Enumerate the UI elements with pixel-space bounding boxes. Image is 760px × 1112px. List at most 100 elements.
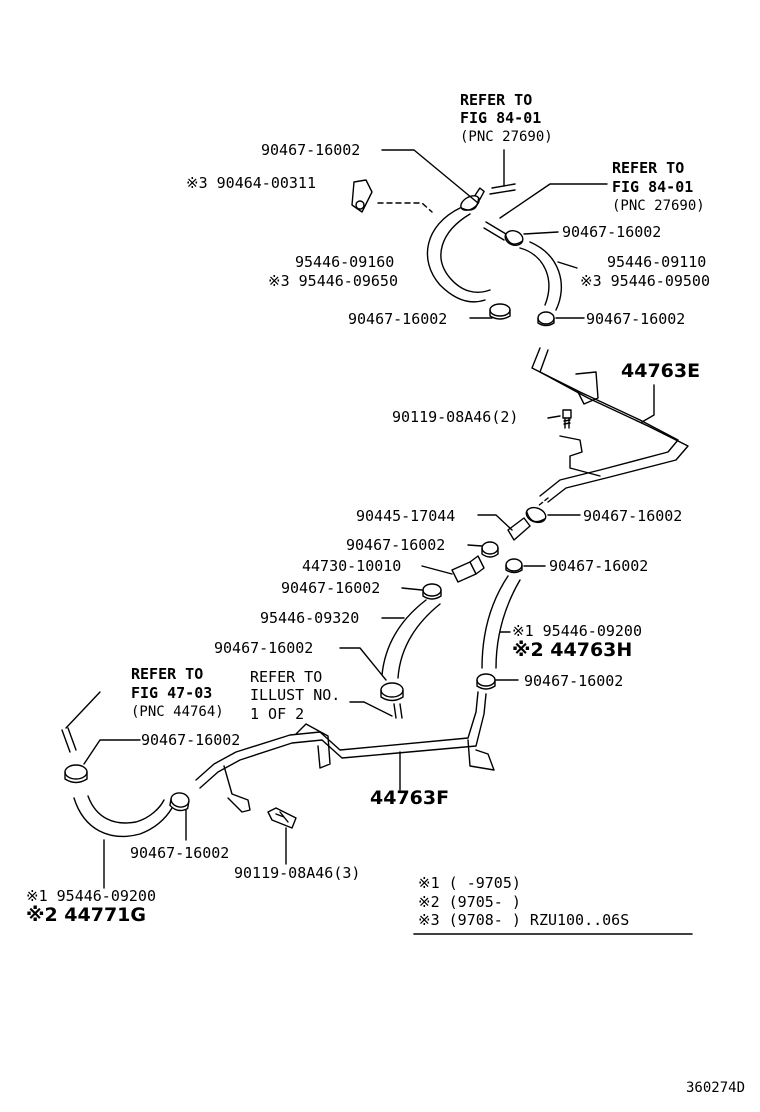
hose-95446-09110 (519, 247, 550, 306)
part-label-44763F: 44763F (370, 787, 450, 809)
diagram-id: 360274D (686, 1080, 746, 1096)
dashed-line (377, 202, 433, 213)
clip-90464-00311 (351, 179, 373, 213)
leader-line (557, 261, 578, 269)
part-label: 90119-08A46(2) (392, 408, 519, 426)
part-label: 95446-09160 (295, 253, 395, 271)
leader-line (65, 691, 101, 729)
hose-clamp (525, 506, 547, 524)
hose-clamp (481, 541, 499, 558)
part-label-44763H: ※2 44763H (512, 639, 633, 661)
part-label: ※3 90464-00311 (186, 174, 316, 192)
part-label: 90467-16002 (586, 310, 686, 328)
pipe-stub (393, 703, 403, 719)
pipe-stub (483, 221, 507, 241)
part-label: 90467-16002 (130, 844, 230, 862)
leader-line (499, 183, 608, 219)
part-label: 90467-16002 (281, 579, 381, 597)
refer-label: REFER TO (612, 159, 685, 177)
bolt (562, 409, 572, 429)
refer-label: REFER TO (460, 91, 533, 109)
part-label: 95446-09110 (607, 253, 707, 271)
refer-label: FIG 84-01 (612, 178, 694, 196)
refer-label: FIG 47-03 (131, 684, 213, 702)
hose-95446-09200-b (73, 797, 173, 838)
refer-label: (PNC 44764) (131, 704, 224, 720)
leader-line (421, 565, 453, 575)
part-label: 44730-10010 (302, 557, 402, 575)
part-label: 90467-16002 (261, 141, 361, 159)
part-label-44763E: 44763E (621, 360, 701, 382)
leader-line (381, 149, 479, 204)
hose-clamp (489, 303, 511, 320)
hose-clamp (504, 230, 524, 246)
refer-label: (PNC 27690) (612, 198, 705, 214)
hose-clamp (64, 764, 88, 784)
hose-clamp (460, 187, 485, 211)
hose-95446-09200 (481, 575, 509, 669)
bracket (223, 765, 251, 813)
leader-line (401, 587, 423, 591)
refer-label: REFER TO (131, 665, 204, 683)
hose-clamp (476, 673, 496, 690)
part-label: 90119-08A46(3) (234, 864, 361, 882)
leader-line (349, 701, 393, 717)
hose-clamp (169, 792, 190, 812)
legend-line: ※3 (9708- ) RZU100..06S (418, 911, 630, 929)
part-label: 90445-17044 (356, 507, 456, 525)
refer-label: 1 OF 2 (250, 705, 305, 723)
part-label-44771G: ※2 44771G (26, 904, 147, 926)
hose-95446-09110-edge (529, 241, 563, 311)
leader-line (547, 415, 561, 419)
refer-label: REFER TO (250, 668, 323, 686)
hose-clamp (422, 583, 442, 600)
part-label: 95446-09320 (260, 609, 360, 627)
hose-95446-09320 (381, 599, 427, 676)
part-label: ※1 95446-09200 (512, 622, 642, 640)
leader-line (467, 544, 483, 547)
hose-95446-09160 (426, 207, 486, 303)
hose-clamp (505, 558, 523, 574)
refer-label: ILLUST NO. (250, 686, 341, 704)
part-label: 90467-16002 (141, 731, 241, 749)
bracket (467, 739, 495, 771)
hose-95446-09320-edge (397, 603, 441, 679)
hose-95446-09160-edge (440, 213, 491, 293)
pipe-stub (489, 183, 516, 195)
legend-line: ※2 (9705- ) (418, 893, 521, 911)
part-label: ※3 95446-09650 (268, 272, 398, 290)
bracket (559, 435, 601, 477)
pipe-44763E-2 (539, 349, 689, 503)
part-label: 90467-16002 (583, 507, 683, 525)
part-label: 90467-16002 (348, 310, 448, 328)
hose-95446-09200-edge (495, 579, 521, 669)
hose-90445-17044 (507, 517, 531, 541)
refer-label: (PNC 27690) (460, 129, 553, 145)
legend-line: ※1 ( -9705) (418, 874, 521, 892)
leader-line (83, 739, 141, 765)
hose-clamp (380, 682, 404, 702)
part-label: ※3 95446-09500 (580, 272, 710, 290)
bracket (575, 371, 599, 405)
dashed-line (537, 497, 549, 507)
part-label: 90467-16002 (346, 536, 446, 554)
part-label: ※1 95446-09200 (26, 887, 156, 905)
part-label: 90467-16002 (214, 639, 314, 657)
part-label: 90467-16002 (549, 557, 649, 575)
leader-line (641, 384, 655, 423)
refer-label: FIG 84-01 (460, 109, 542, 127)
valve-44730-10010 (451, 555, 485, 583)
hose-95446-09200-b-edge (87, 795, 165, 824)
part-label: 90467-16002 (562, 223, 662, 241)
pipe-stub (61, 727, 77, 753)
pipe-44763F-2 (199, 693, 487, 789)
leader-line (339, 647, 387, 681)
leader-line (477, 514, 513, 531)
leader-line (523, 231, 559, 235)
bracket (295, 723, 331, 769)
hose-clamp (537, 311, 555, 327)
bolt (267, 807, 297, 829)
part-label: 90467-16002 (524, 672, 624, 690)
